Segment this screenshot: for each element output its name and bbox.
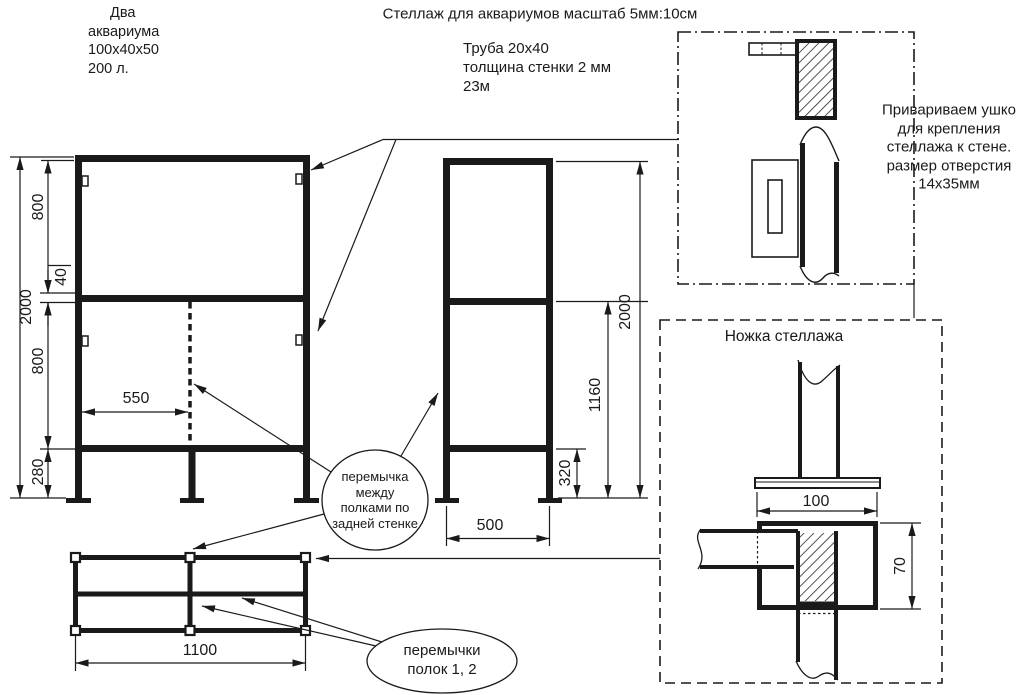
dim-front-tube: 40 — [53, 268, 70, 286]
leg-flange-plate — [754, 477, 881, 489]
shelf-braces-callout-bubble — [366, 628, 518, 694]
lug-note-line4: размер отверстия — [886, 157, 1012, 175]
back-brace-callout-text: перемычка между полками по задней стенке — [332, 469, 418, 531]
dim-leg-flange: 100 — [802, 493, 830, 510]
lug-note-line3: стеллажа к стене. — [886, 138, 1012, 156]
dim-side-total-height: 2000 — [617, 294, 634, 330]
lug-tube-section — [748, 39, 837, 120]
drawing-title: Стеллаж для аквариумов масштаб 5мм:10см — [382, 5, 698, 23]
dim-side-bottom: 320 — [557, 459, 574, 487]
aquariums-note: Два аквариума 100х40х50 200 л. — [88, 4, 159, 78]
leg-sleeve — [696, 521, 878, 681]
front-view-frame — [66, 155, 319, 503]
lug-note-line5: 14х35мм — [918, 175, 980, 193]
lug-detail-box — [677, 31, 915, 318]
plan-view-dimensions — [74, 635, 307, 671]
dim-front-total-height: 2000 — [18, 289, 35, 325]
dim-front-lower: 800 — [30, 347, 47, 375]
back-brace-line3: полками по — [340, 500, 410, 515]
aquariums-note-line3: 100х40х50 — [88, 42, 159, 58]
dim-plan-width: 1100 — [182, 642, 218, 659]
tube-note: Труба 20х40 толщина стенки 2 мм 23м — [463, 39, 611, 96]
back-brace-line4: задней стенке — [332, 515, 418, 531]
dim-front-brace-offset: 550 — [122, 390, 150, 407]
leg-detail-box — [659, 319, 943, 684]
dim-leg-sleeve: 70 — [892, 557, 909, 575]
aquariums-note-line4: 200 л. — [88, 60, 129, 77]
leader-lines — [192, 138, 679, 647]
back-brace-callout-bubble — [321, 449, 429, 551]
side-view-dimensions — [445, 160, 648, 546]
callout-ellipses — [321, 449, 518, 694]
shelf-braces-line1: перемычки — [403, 642, 481, 659]
tube-note-line3: 23м — [463, 78, 490, 95]
back-brace-line1: перемычка — [341, 469, 409, 484]
front-view-dimensions — [10, 156, 188, 499]
wall-lugs — [81, 173, 303, 347]
aquariums-note-line2: аквариума — [88, 23, 160, 40]
tube-note-line2: толщина стенки 2 мм — [463, 59, 612, 76]
shelf-braces-callout-text: перемычки полок 1, 2 — [404, 641, 481, 679]
shelf-braces-line2: полок 1, 2 — [407, 661, 477, 678]
dim-front-leg: 280 — [30, 458, 47, 486]
plan-view-frame — [69, 551, 312, 637]
lug-note-line2: для крепления — [897, 120, 1001, 138]
lug-note: Привариваем ушко для крепления стеллажа … — [882, 102, 1016, 195]
lug-note-line1: Привариваем ушко — [882, 101, 1016, 119]
side-view-frame — [435, 158, 562, 503]
leg-upper-tube — [797, 359, 841, 478]
back-brace-line2: между — [355, 484, 395, 500]
dim-side-mid: 1160 — [587, 377, 604, 413]
dim-side-depth: 500 — [476, 517, 504, 534]
aquariums-note-line1: Два — [110, 5, 136, 21]
leg-detail-title: Ножка стеллажа — [724, 328, 844, 345]
dim-front-upper: 800 — [30, 193, 47, 221]
leg-detail-dimensions — [756, 492, 921, 610]
lug-plate-with-slot — [751, 126, 840, 283]
tube-note-line1: Труба 20х40 — [463, 40, 549, 57]
